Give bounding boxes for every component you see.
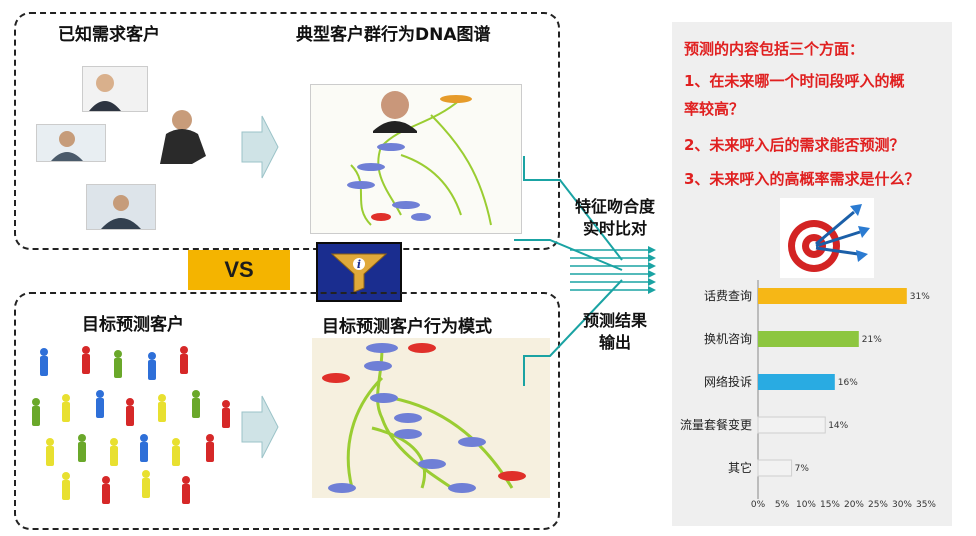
- bar: [758, 374, 835, 390]
- crowd-people-image: [32, 346, 230, 504]
- category-label: 换机咨询: [704, 331, 752, 346]
- customer-photo-3: [146, 106, 222, 164]
- target-icon: [780, 198, 874, 278]
- demand-bar-chart: 话费查询 31% 换机咨询 21% 网络投诉 16% 流量套餐变更 14% 其它 7% 0% 5% 10…: [680, 280, 936, 510]
- target-customers-box: [14, 292, 560, 530]
- x-tick-label: 30%: [892, 500, 912, 510]
- svg-text:i: i: [357, 258, 361, 271]
- category-label: 话费查询: [704, 289, 752, 303]
- target-customers-title: 目标预测客户: [82, 315, 184, 335]
- arrow-right-icon: [241, 115, 279, 179]
- bar-value-label: 7%: [795, 464, 810, 474]
- x-tick-label: 5%: [775, 500, 790, 510]
- known-customers-box: [14, 12, 560, 250]
- bar-value-label: 14%: [828, 421, 848, 431]
- prediction-intro: 预测的内容包括三个方面：: [684, 40, 865, 58]
- bar-value-label: 31%: [910, 292, 930, 302]
- arrow-right-icon: [241, 395, 279, 459]
- x-tick-label: 15%: [820, 500, 840, 510]
- bar: [758, 288, 907, 304]
- category-label: 其它: [728, 460, 752, 475]
- output-label: 预测结果 输出: [562, 310, 668, 354]
- question-1-line1: 1、在未来哪一个时间段呼入的概: [684, 72, 905, 90]
- x-tick-label: 10%: [796, 500, 816, 510]
- match-label-line2: 实时比对: [582, 219, 647, 238]
- match-label-line1: 特征吻合度: [574, 197, 655, 216]
- bar-value-label: 21%: [862, 335, 882, 345]
- customer-photo-4: [86, 184, 156, 230]
- bar: [757, 459, 793, 477]
- customer-photo-2: [36, 124, 106, 162]
- bar: [758, 331, 859, 347]
- behavior-model-image: [312, 338, 550, 498]
- x-tick-label: 0%: [751, 500, 766, 510]
- bar: [757, 416, 826, 434]
- x-tick-label: 25%: [868, 500, 888, 510]
- category-label: 流量套餐变更: [680, 417, 752, 432]
- output-label-line1: 预测结果: [582, 311, 647, 330]
- known-customers-title: 已知需求客户: [58, 25, 160, 45]
- match-label: 特征吻合度 实时比对: [560, 196, 670, 240]
- dna-map-image: [310, 84, 522, 234]
- vs-badge: VS: [188, 250, 290, 290]
- customer-photo-1: [82, 66, 148, 112]
- output-label-line2: 输出: [598, 333, 631, 352]
- question-3: 3、未来呼入的高概率需求是什么？: [684, 170, 920, 188]
- match-arrows: [514, 156, 656, 386]
- dna-map-title: 典型客户群行为DNA图谱: [296, 25, 491, 45]
- question-2: 2、未来呼入后的需求能否预测？: [684, 136, 905, 154]
- x-tick-label: 35%: [916, 500, 936, 510]
- category-label: 网络投诉: [704, 374, 752, 389]
- x-tick-label: 20%: [844, 500, 864, 510]
- question-1-line2: 率较高？: [684, 100, 745, 118]
- bar-value-label: 16%: [838, 378, 858, 388]
- target-behavior-title: 目标预测客户行为模式: [322, 317, 492, 337]
